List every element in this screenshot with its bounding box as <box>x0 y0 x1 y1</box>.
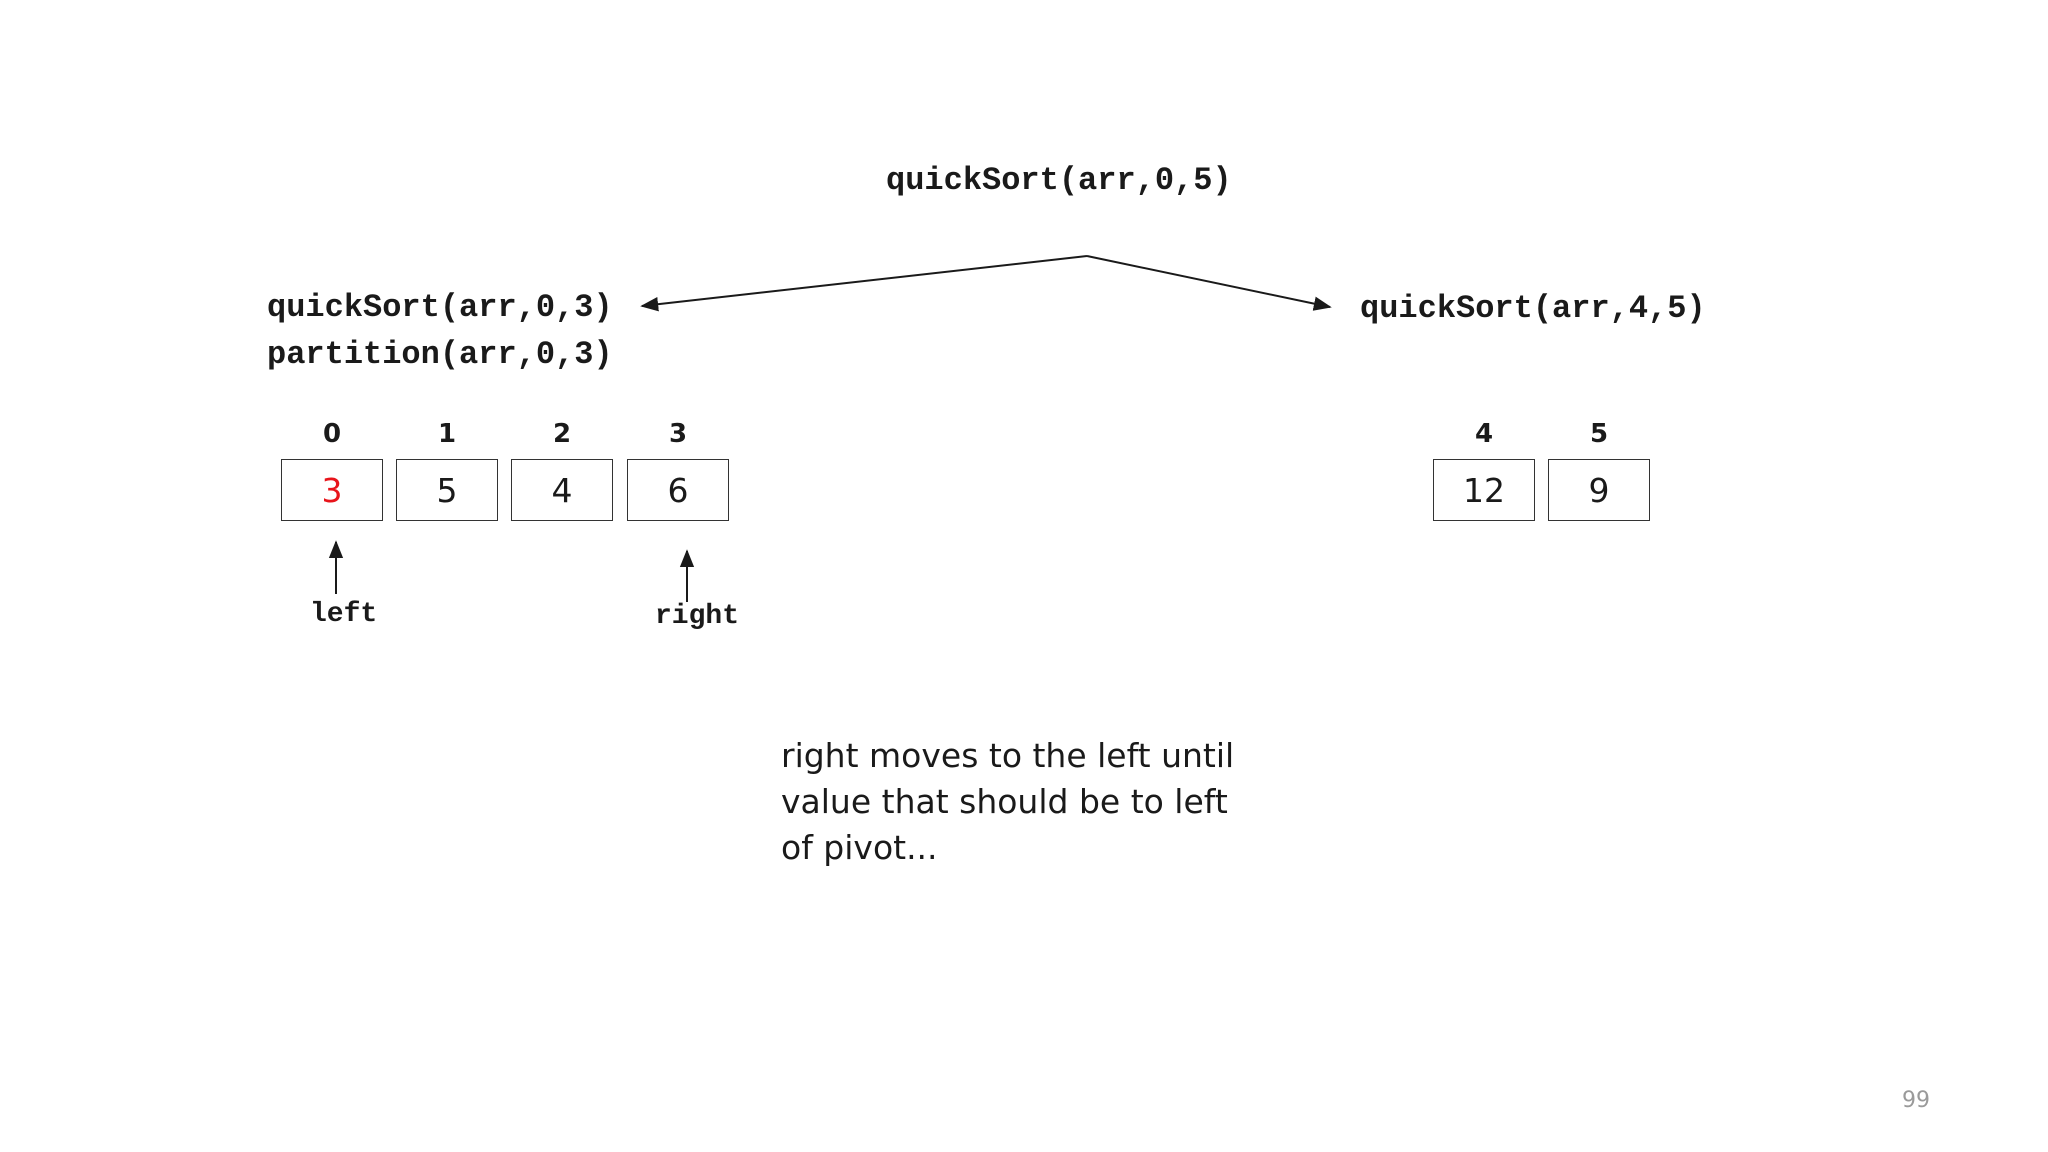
left-partition-call: partition(arr,0,3) <box>267 336 613 373</box>
right-call: quickSort(arr,4,5) <box>1360 290 1706 327</box>
right-array-index: 5 <box>1589 419 1609 449</box>
left-call: quickSort(arr,0,3) <box>267 289 613 326</box>
left-array-index: 1 <box>437 419 457 449</box>
note-line: right moves to the left until <box>781 736 1235 775</box>
left-array-cell-pivot: 3 <box>281 459 383 521</box>
left-array-cell: 4 <box>511 459 613 521</box>
right-array-cell: 12 <box>1433 459 1535 521</box>
explanation-note: right moves to the left until value that… <box>781 733 1234 871</box>
root-call: quickSort(arr,0,5) <box>886 162 1232 199</box>
right-array-index: 4 <box>1474 419 1494 449</box>
right-pointer-label: right <box>655 601 740 632</box>
left-array-cell: 5 <box>396 459 498 521</box>
tree-edge-right <box>1086 255 1332 311</box>
right-array-cell: 9 <box>1548 459 1650 521</box>
left-array-index: 3 <box>668 419 688 449</box>
left-array-index: 2 <box>552 419 572 449</box>
note-line: value that should be to left <box>781 782 1228 821</box>
tree-edge-left <box>640 255 1088 312</box>
note-line: of pivot... <box>781 828 938 867</box>
left-array-index: 0 <box>322 419 342 449</box>
page-number: 99 <box>1902 1088 1930 1113</box>
left-pointer-label: left <box>310 599 378 630</box>
left-array-cell: 6 <box>627 459 729 521</box>
